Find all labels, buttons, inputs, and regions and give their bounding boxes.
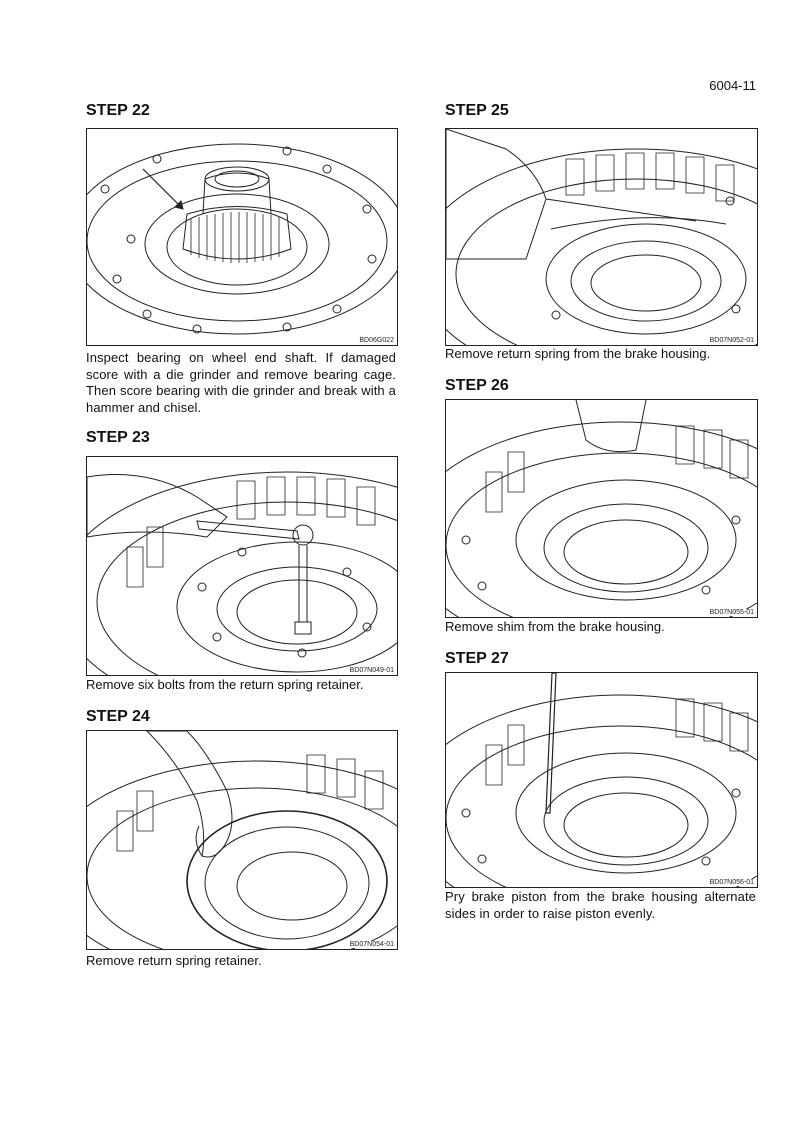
step-26-figure-code: BD07N055-01 (708, 609, 755, 616)
step-22-text: Inspect bearing on wheel end shaft. If d… (86, 350, 396, 415)
step-24-text: Remove return spring retainer. (86, 953, 262, 968)
step-24-figure: BD07N054-01 (86, 730, 398, 950)
wheel-hub-bearing-illustration (87, 129, 397, 345)
step-25-text: Remove return spring from the brake hous… (445, 346, 711, 361)
step-25-figure: BD07N052-01 (445, 128, 758, 346)
step-26-text: Remove shim from the brake housing. (445, 619, 665, 634)
step-22-figure-code: BD06G022 (358, 337, 395, 344)
step-23-text: Remove six bolts from the return spring … (86, 677, 364, 692)
spring-retainer-removal-illustration (87, 731, 397, 949)
return-spring-removal-illustration (446, 129, 757, 345)
step-27-figure: BD07N056-01 (445, 672, 758, 888)
step-22-heading: STEP 22 (86, 102, 150, 119)
shim-removal-illustration (446, 400, 757, 617)
step-25-heading: STEP 25 (445, 102, 509, 119)
ratchet-removing-bolts-illustration (87, 457, 397, 675)
step-23-figure: BD07N049-01 (86, 456, 398, 676)
step-27-figure-code: BD07N056-01 (708, 879, 755, 886)
page-number: 6004-11 (709, 78, 756, 93)
step-23-figure-code: BD07N049-01 (348, 667, 395, 674)
step-25-figure-code: BD07N052-01 (708, 337, 755, 344)
step-24-heading: STEP 24 (86, 708, 150, 725)
step-27-text: Pry brake piston from the brake housing … (445, 889, 756, 921)
step-24-figure-code: BD07N054-01 (348, 941, 395, 948)
step-22-figure: BD06G022 (86, 128, 398, 346)
step-26-heading: STEP 26 (445, 377, 509, 394)
brake-piston-pry-illustration (446, 673, 757, 887)
step-26-figure: BD07N055-01 (445, 399, 758, 618)
step-27-heading: STEP 27 (445, 650, 509, 667)
step-23-heading: STEP 23 (86, 429, 150, 446)
